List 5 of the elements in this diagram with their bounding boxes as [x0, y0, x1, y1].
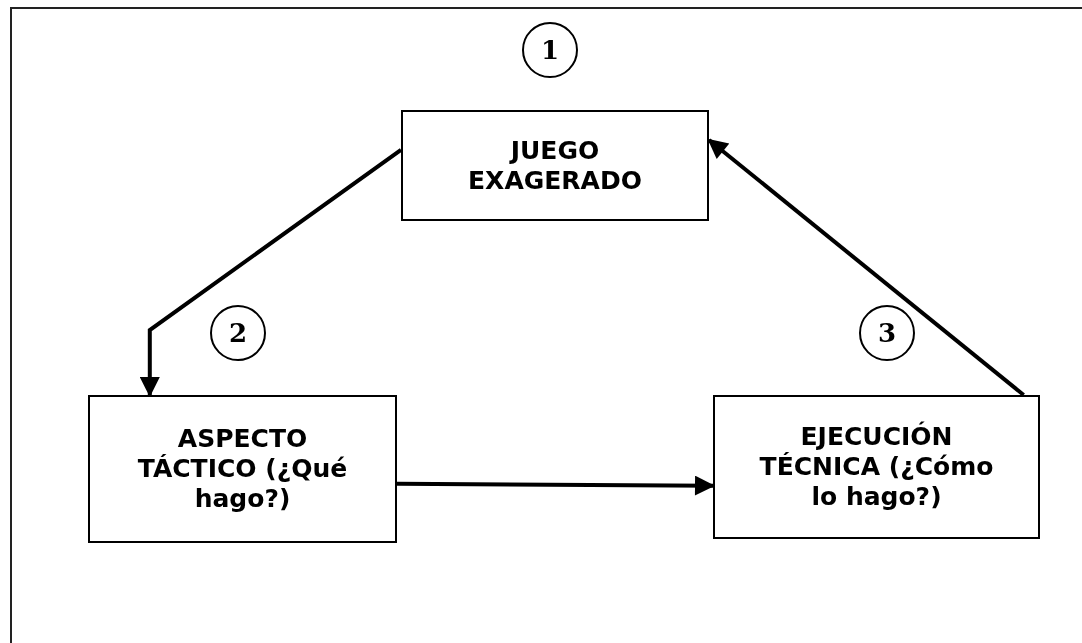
arrow — [139, 148, 403, 397]
step-box: JUEGO EXAGERADO — [401, 110, 709, 221]
step-box: ASPECTO TÁCTICO (¿Qué hago?) — [88, 395, 397, 543]
arrow — [397, 475, 715, 496]
step-box: EJECUCIÓN TÉCNICA (¿Cómo lo hago?) — [713, 395, 1040, 539]
